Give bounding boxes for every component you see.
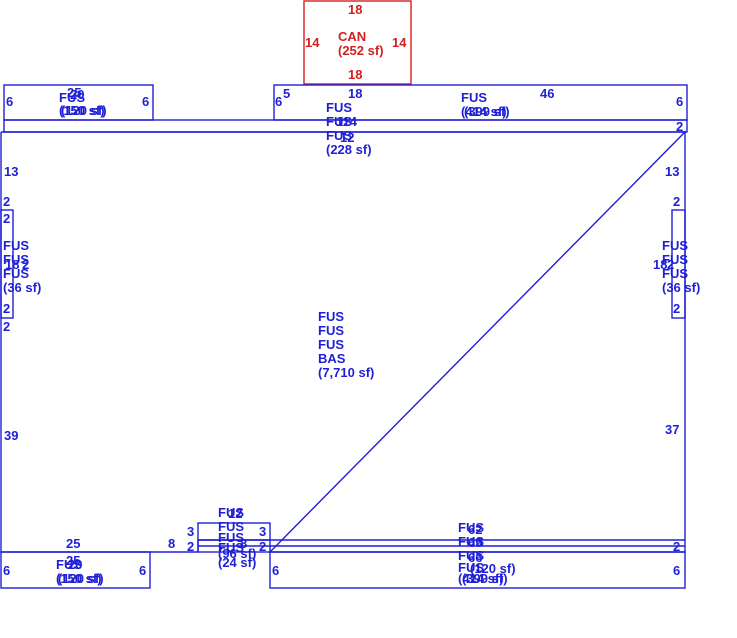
- right-bay-dim-b: 2: [673, 301, 680, 316]
- main-dim-left-mid: 39: [4, 428, 18, 443]
- top-left-dim-top-overlap: 20: [70, 87, 84, 102]
- bottom-center-dim-top-b: 8: [240, 536, 247, 551]
- bottom-left-label: FUS: [56, 557, 82, 572]
- bottom-right-area-b: (399 sf): [462, 571, 508, 586]
- right-bay-overlap-b: 2: [667, 257, 674, 272]
- right-bay-outline: [671, 209, 686, 319]
- canopy-label: CAN: [338, 29, 366, 44]
- left-bay-label-2: FUS: [3, 252, 29, 267]
- bottom-right-dim-right: 6: [673, 563, 680, 578]
- main-dim-left-top: 13: [4, 164, 18, 179]
- bottom-center-label-1: FUS: [218, 505, 244, 520]
- main-label-2: FUS: [318, 323, 344, 338]
- bottom-right-label-1: FUS: [458, 520, 484, 535]
- main-dim-right-mid: 37: [665, 422, 679, 437]
- bottom-right-area: (414 sf): [458, 571, 504, 586]
- canopy-area: (252 sf): [338, 43, 384, 58]
- left-bay-outline: [0, 209, 14, 319]
- main-area: (7,710 sf): [318, 365, 374, 380]
- top-strip-overlap-a: 114: [336, 114, 358, 129]
- bottom-center-outline: [197, 522, 271, 553]
- bottom-center-label-4: FUS: [218, 540, 244, 555]
- bottom-right-label-4: FUS: [458, 560, 484, 575]
- top-right-label: FUS: [461, 90, 487, 105]
- top-strip-dim-right: 2: [676, 119, 683, 134]
- bottom-right-overlap-b: 69: [468, 535, 482, 550]
- top-right-area: (414 sf): [461, 104, 507, 119]
- top-strip-label-b: FUS: [326, 114, 352, 129]
- top-right-dim-right: 6: [676, 94, 683, 109]
- right-bay-label-3: FUS: [662, 266, 688, 281]
- top-right-area-overlap: (399 sf): [464, 104, 510, 119]
- bottom-center-dim-outer: 8: [168, 536, 175, 551]
- bottom-left-area: (150 sf): [56, 571, 102, 586]
- bottom-left-dim-top-overlap: 25: [66, 553, 80, 568]
- bottom-center-dim-right-b: 2: [259, 539, 266, 554]
- left-bay-dim-b: 2: [3, 211, 10, 226]
- canopy-outline: [303, 0, 412, 85]
- top-right-dim-top: 18: [348, 86, 362, 101]
- canopy-dim-left: 14: [305, 35, 320, 50]
- bottom-center-dim-left-a: 3: [187, 524, 194, 539]
- top-right-dim-left: 6: [275, 94, 282, 109]
- right-bay-dim-a: 2: [673, 194, 680, 209]
- bottom-right-dim-left: 6: [272, 563, 279, 578]
- top-right-dim-top-b: 46: [540, 86, 554, 101]
- main-dim-right-top: 13: [665, 164, 679, 179]
- canopy-dim-top: 18: [348, 2, 362, 17]
- bottom-right-overlap-a: 62: [468, 522, 482, 537]
- top-left-dim-top: 25: [67, 85, 81, 100]
- canopy-dim-bottom: 18: [348, 67, 362, 82]
- bottom-center-label-2: FUS: [218, 519, 244, 534]
- top-strip-overlap-b: 12: [340, 130, 354, 145]
- left-bay-label-1: FUS: [3, 238, 29, 253]
- main-label-1: FUS: [318, 309, 344, 324]
- top-strip-label-a: FUS: [326, 100, 352, 115]
- bottom-center-dim-top-a: 12: [228, 506, 242, 521]
- top-left-dim-right: 6: [142, 94, 149, 109]
- main-label-4: BAS: [318, 351, 346, 366]
- bottom-center-label-3: FUS: [218, 530, 244, 545]
- top-right-dim-left-b: 5: [283, 86, 290, 101]
- bottom-right-overlap-c: 66: [468, 550, 482, 565]
- top-left-dim-left: 6: [6, 94, 13, 109]
- canopy-dim-right: 14: [392, 35, 407, 50]
- right-bay-overlap: 18: [653, 257, 667, 272]
- bottom-center-dim-left-b: 2: [187, 539, 194, 554]
- top-strip-area: (228 sf): [326, 142, 372, 157]
- bottom-left-dim-top: 25: [66, 536, 80, 551]
- left-bay-overlap: 18: [5, 257, 19, 272]
- bottom-right-label-2: FUS: [458, 534, 484, 549]
- top-left-area-overlap: (120 sf): [61, 103, 107, 118]
- bottom-left-dim-left: 6: [3, 563, 10, 578]
- right-bay-label-1: FUS: [662, 238, 688, 253]
- bottom-center-area: (96 sf): [218, 546, 256, 561]
- bottom-right-label-3: FUS: [458, 548, 484, 563]
- right-bay-area: (36 sf): [662, 280, 700, 295]
- bottom-left-outline: [0, 551, 151, 589]
- bottom-right-outline: [269, 551, 686, 589]
- left-bay-label-3: FUS: [3, 266, 29, 281]
- left-bay-overlap-b: 2: [22, 257, 29, 272]
- bottom-center-dim-right-a: 3: [259, 524, 266, 539]
- bottom-left-dim-top-b: 20: [68, 557, 82, 572]
- bottom-right-area-c: (120 sf): [470, 561, 516, 576]
- top-left-label: FUS: [59, 90, 85, 105]
- left-bay-dim-c: 2: [3, 301, 10, 316]
- bottom-right-dim-right-top: 2: [673, 539, 680, 554]
- left-bay-area: (36 sf): [3, 280, 41, 295]
- right-bay-label-2: FUS: [662, 252, 688, 267]
- left-bay-dim-d: 2: [3, 319, 10, 334]
- bottom-center-area-b: (24 sf): [218, 555, 256, 570]
- left-bay-dim-a: 2: [3, 194, 10, 209]
- bottom-left-dim-right: 6: [139, 563, 146, 578]
- bottom-left-area-overlap: (120 sf): [58, 571, 104, 586]
- top-left-area: (150 sf): [59, 103, 105, 118]
- main-label-3: FUS: [318, 337, 344, 352]
